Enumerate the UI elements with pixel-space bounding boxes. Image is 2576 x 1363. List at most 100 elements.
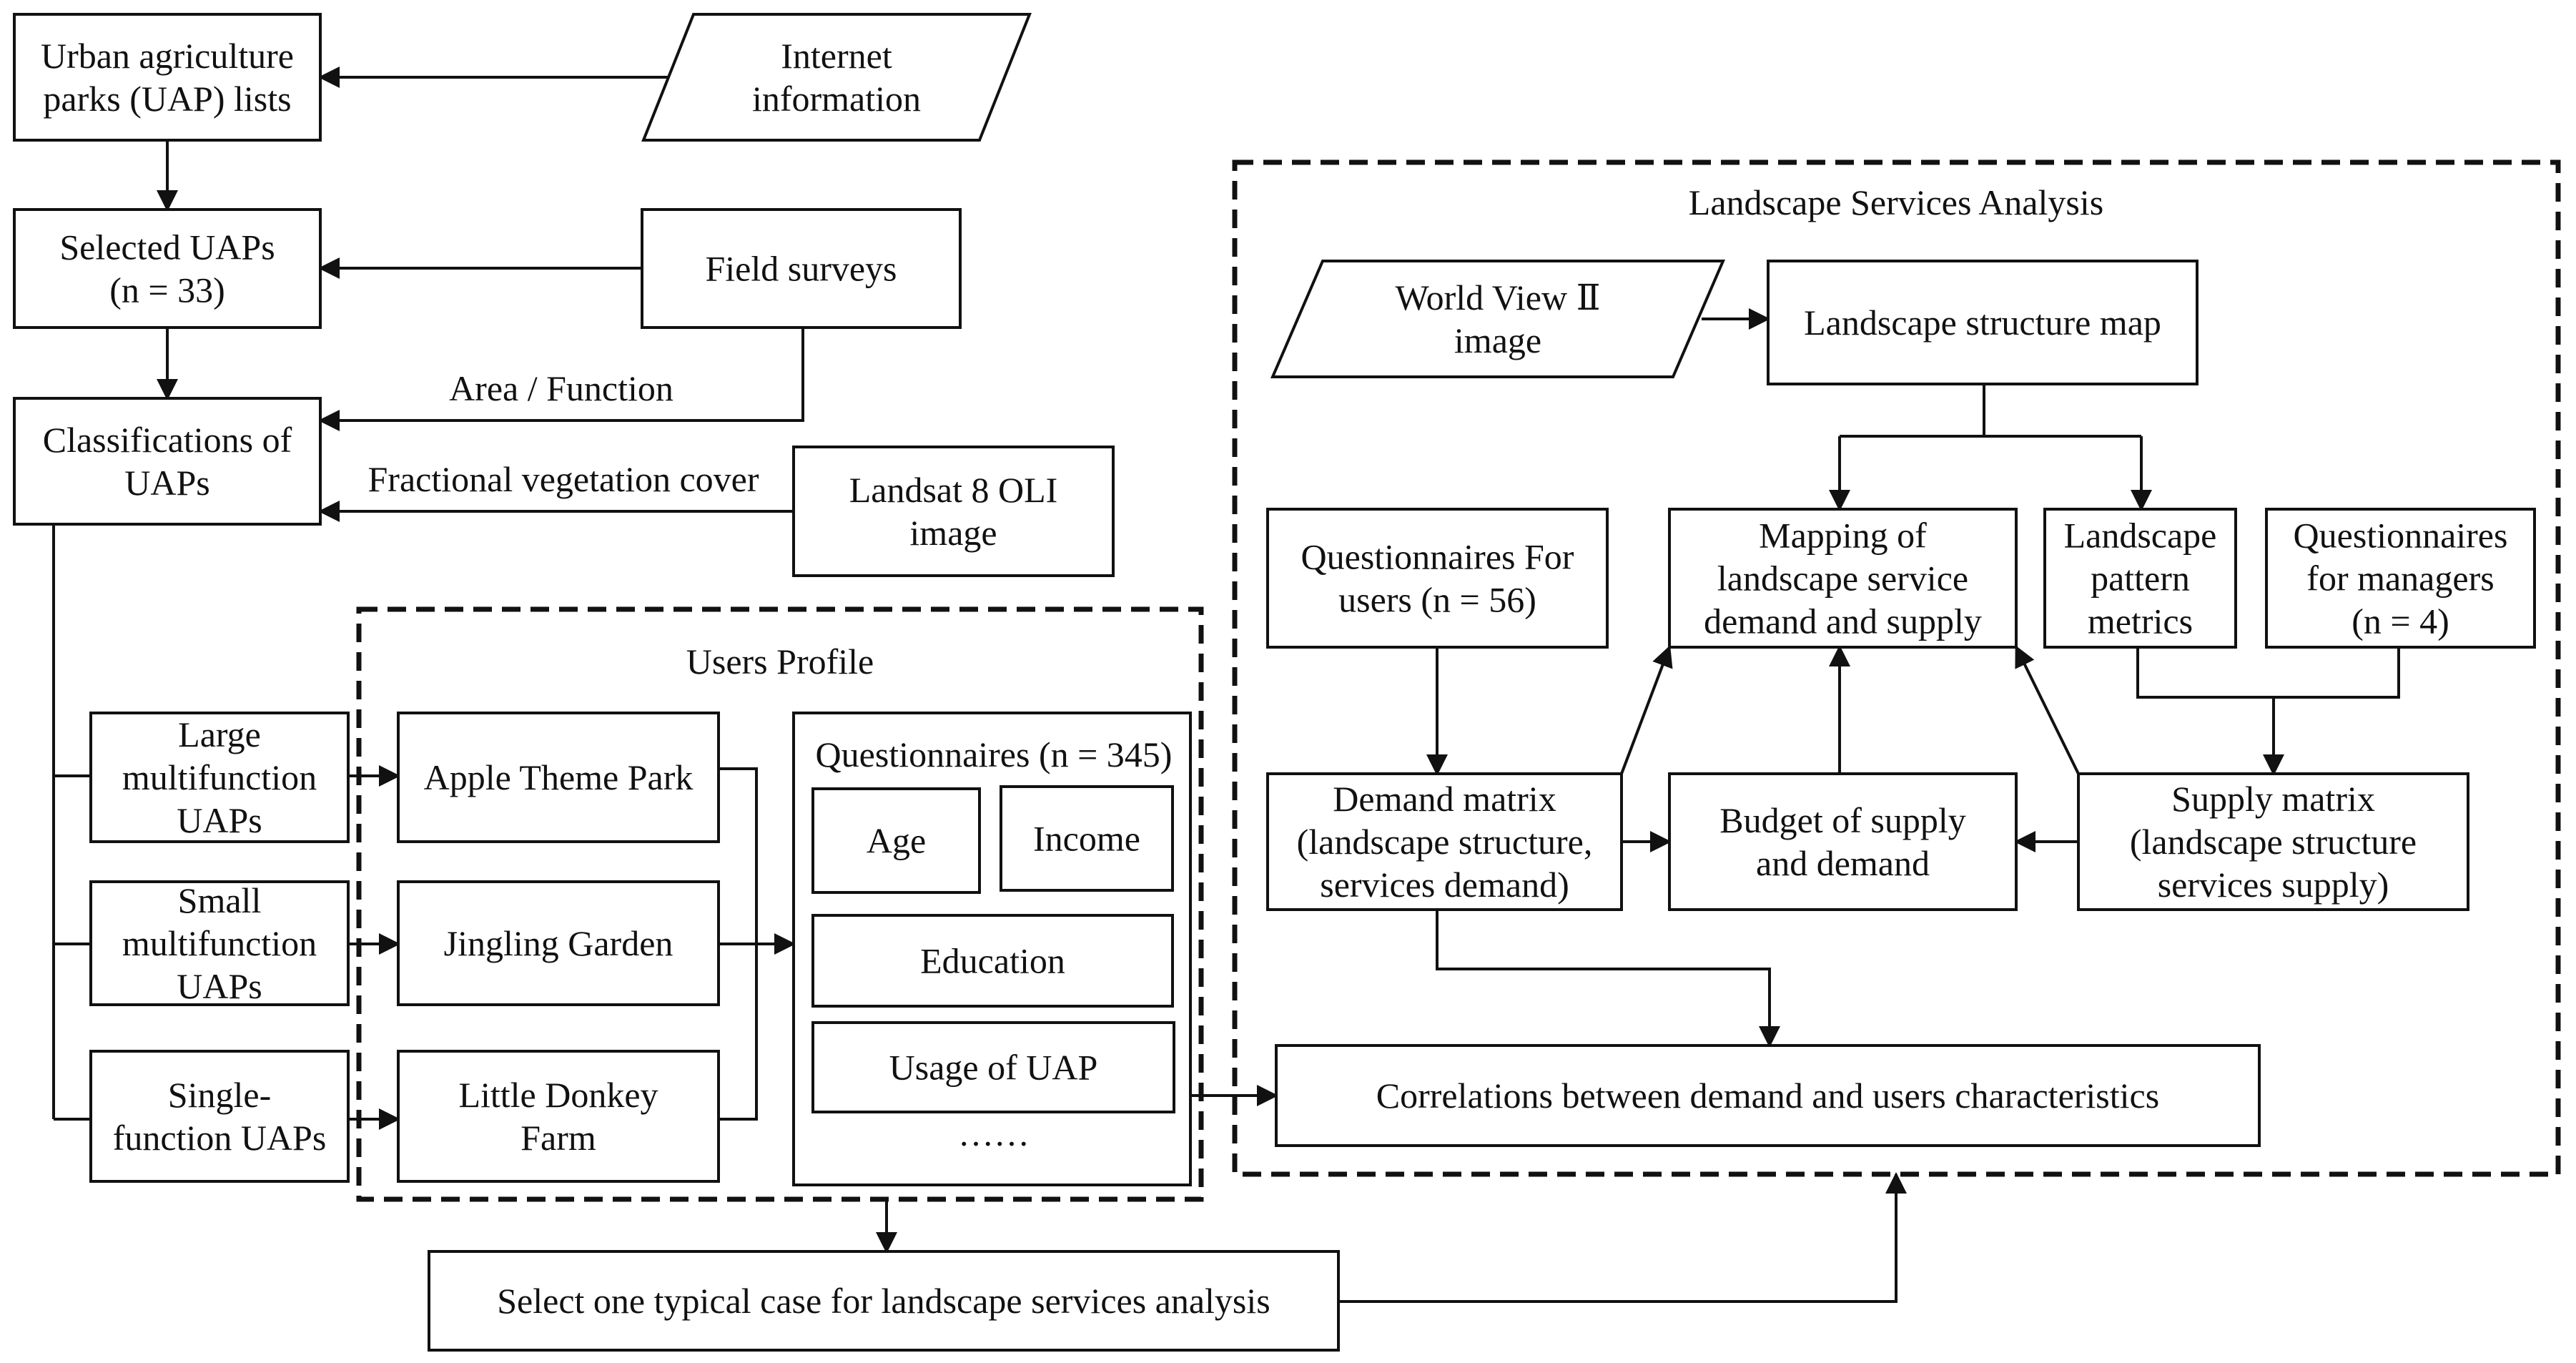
jingling-garden-box: Jingling Garden (397, 880, 720, 1006)
age-box-label: Age (867, 821, 926, 861)
apple-theme-park-box-label: Apple Theme Park (424, 757, 694, 797)
correlations-box: Correlations between demand and users ch… (1275, 1044, 2261, 1147)
flowchart-edges (52, 67, 2400, 1303)
age-box: Age (811, 787, 981, 894)
usage-of-uap-box-label: Usage of UAP (889, 1048, 1098, 1088)
users-profile-title: Users Profile (686, 641, 874, 682)
questionnaires-managers-box-shape (2265, 508, 2536, 649)
income-box: Income (1000, 785, 1174, 892)
questionnaires-users-box-shape (1266, 508, 1609, 649)
edge-label-area-function: Area / Function (449, 368, 673, 408)
correlations-box-label: Correlations between demand and users ch… (1376, 1076, 2159, 1116)
demand-matrix-box: Demand matrix(landscape structure,servic… (1266, 772, 1623, 911)
uap-lists-box-shape (13, 13, 322, 142)
landscape-structure-map-box-shape (1767, 260, 2199, 385)
field-surveys-box-shape (641, 208, 962, 329)
select-typical-case-box-shape (428, 1250, 1340, 1352)
single-function-uaps-box-label: Single-function UAPs (113, 1075, 327, 1158)
budget-supply-demand-box-shape (1668, 772, 2018, 911)
field-surveys-box: Field surveys (641, 208, 962, 329)
single-function-uaps-box-shape (89, 1050, 350, 1183)
education-box-shape (811, 914, 1174, 1008)
selected-uaps-box: Selected UAPs(n = 33) (13, 208, 322, 329)
correlations-box-shape (1275, 1044, 2261, 1147)
internet-information-box-shape (641, 13, 1032, 142)
little-donkey-farm-box-shape (397, 1050, 720, 1183)
edge-area-function (318, 328, 804, 431)
edge-select-case-to-analysis (1338, 1172, 1907, 1303)
apple-theme-park-box-shape (397, 712, 720, 843)
edge-apple-to-collector (719, 767, 758, 944)
apple-theme-park-box: Apple Theme Park (397, 712, 720, 843)
ellipsis-label: …… (958, 1113, 1030, 1153)
supply-matrix-box-shape (2077, 772, 2469, 911)
usage-of-uap-box-shape (811, 1021, 1175, 1113)
edge-supply-to-mapping (2015, 645, 2080, 774)
select-typical-case-box: Select one typical case for landscape se… (428, 1250, 1340, 1352)
edge-label-fractional-vegetation-cover: Fractional vegetation cover (368, 459, 759, 499)
age-box-shape (811, 787, 981, 894)
small-multifunction-uaps-box-shape (89, 880, 350, 1006)
usage-of-uap-box: Usage of UAP (811, 1021, 1175, 1113)
landscape-services-analysis-title: Landscape Services Analysis (1689, 182, 2103, 222)
income-box-shape (1000, 785, 1174, 892)
edge-donkey-to-collector (719, 944, 758, 1121)
edge-demand-to-correlations (1436, 910, 1780, 1048)
classifications-box-shape (13, 397, 322, 526)
landscape-services-analysis-frame (1232, 159, 2561, 1177)
single-function-uaps-box: Single-function UAPs (89, 1050, 350, 1183)
demand-matrix-box-shape (1266, 772, 1623, 911)
income-box-label: Income (1033, 819, 1140, 859)
worldview-image-box-shape (1270, 260, 1726, 378)
large-multifunction-uaps-box-shape (89, 712, 350, 843)
flowchart-nodes: Questionnaires (n = 345) …… Urban agricult… (13, 13, 2536, 1352)
field-surveys-box-label: Field surveys (705, 249, 897, 289)
landscape-structure-map-box: Landscape structure map (1767, 260, 2199, 385)
jingling-garden-box-label: Jingling Garden (444, 923, 673, 963)
education-box-label: Education (920, 941, 1065, 981)
edge-pattern-managers-join (2136, 647, 2400, 699)
mapping-demand-supply-box-shape (1668, 508, 2018, 649)
education-box: Education (811, 914, 1174, 1008)
edge-demand-to-mapping (1620, 645, 1673, 774)
demand-matrix-box-label: Demand matrix(landscape structure,servic… (1297, 779, 1593, 905)
selected-uaps-box-label: Selected UAPs(n = 33) (59, 227, 275, 310)
questionnaires-345-label: Questionnaires (n = 345) (816, 734, 1173, 774)
landsat-image-box-shape (792, 446, 1115, 577)
landscape-pattern-metrics-box-shape (2043, 508, 2237, 649)
jingling-garden-box-shape (397, 880, 720, 1006)
select-typical-case-box-label: Select one typical case for landscape se… (497, 1281, 1270, 1321)
landscape-structure-map-box-label: Landscape structure map (1804, 302, 2161, 343)
selected-uaps-box-shape (13, 208, 322, 329)
